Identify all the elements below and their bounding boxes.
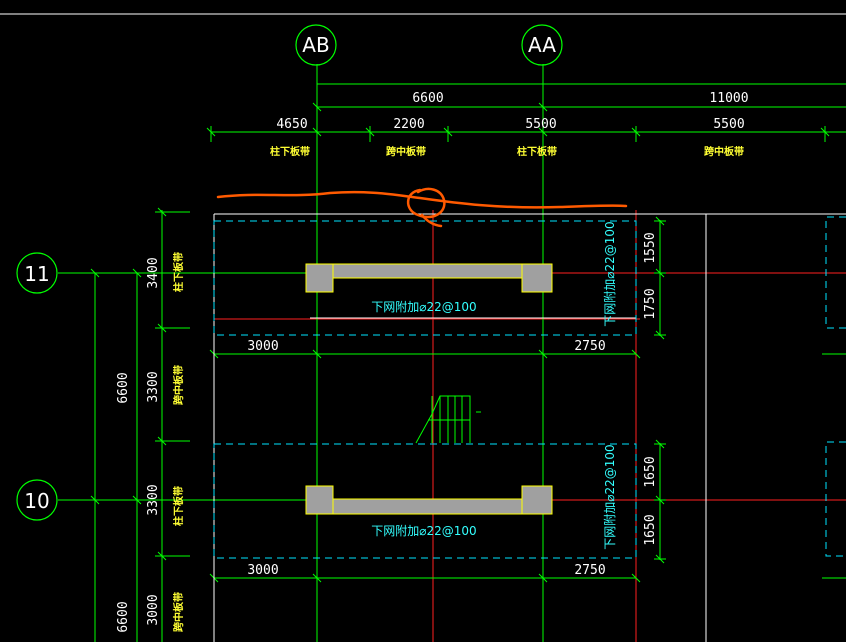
dim-2200: 2200: [393, 117, 424, 132]
zone-label-column-strip-1: 柱下板带: [270, 145, 310, 158]
rebar-note-upper: 下网附加⌀22@100: [371, 300, 476, 314]
grid-bubble-ab[interactable]: AB: [295, 24, 337, 66]
rebar-note-upper-side: 下网附加⌀22@100: [603, 221, 617, 326]
dim-upper-3000: 3000: [247, 339, 278, 354]
grid-label-ab: AB: [302, 33, 329, 57]
grid-label-aa: AA: [528, 33, 556, 57]
rebar-note-lower: 下网附加⌀22@100: [371, 524, 476, 538]
rebar-note-lower-side: 下网附加⌀22@100: [603, 444, 617, 549]
dim-lower-1650-a: 1650: [643, 456, 658, 487]
dim-lower-2750: 2750: [574, 563, 605, 578]
zone-label-middle-strip-2: 跨中板带: [704, 145, 744, 158]
dim-5500-b: 5500: [713, 117, 744, 132]
dim-upper-2750: 2750: [574, 339, 605, 354]
slab-outline: [213, 213, 846, 642]
markup-annotation[interactable]: [216, 187, 628, 228]
dim-3300-left-b: 3300: [146, 484, 161, 515]
dim-lower-3000: 3000: [247, 563, 278, 578]
zone-label-column-strip-2: 柱下板带: [517, 145, 557, 158]
dim-6600-top: 6600: [412, 91, 443, 106]
dim-upper-1550: 1550: [643, 232, 658, 263]
grid-label-10: 10: [24, 489, 49, 513]
dashed-zones: [213, 216, 846, 559]
dim-3000-left: 3000: [146, 594, 161, 625]
dim-6600-left-b: 6600: [116, 601, 131, 632]
dim-4650: 4650: [276, 117, 307, 132]
zone-label-middle-strip-1: 跨中板带: [386, 145, 426, 158]
grid-axes: [58, 64, 846, 642]
dim-3400-left: 3400: [146, 257, 161, 288]
zone-label-middle-strip-left-1: 跨中板带: [172, 365, 185, 405]
dim-6600-left-a: 6600: [116, 372, 131, 403]
grid-bubble-11[interactable]: 11: [16, 252, 58, 294]
beam-upper[interactable]: [305, 263, 553, 293]
dim-3300-left-a: 3300: [146, 371, 161, 402]
dim-5500-a: 5500: [525, 117, 556, 132]
zone-label-column-strip-left-1: 柱下板带: [172, 252, 185, 292]
zone-label-column-strip-left-2: 柱下板带: [172, 486, 185, 526]
dim-upper-1750: 1750: [643, 288, 658, 319]
grid-bubble-10[interactable]: 10: [16, 479, 58, 521]
grid-label-11: 11: [24, 262, 49, 286]
stair-symbol[interactable]: [415, 395, 481, 444]
dim-lower-1650-b: 1650: [643, 514, 658, 545]
zone-label-middle-strip-left-2: 跨中板带: [172, 592, 185, 632]
grid-bubble-aa[interactable]: AA: [521, 24, 563, 66]
beam-lower[interactable]: [305, 485, 553, 515]
dim-11000-top: 11000: [709, 91, 748, 106]
